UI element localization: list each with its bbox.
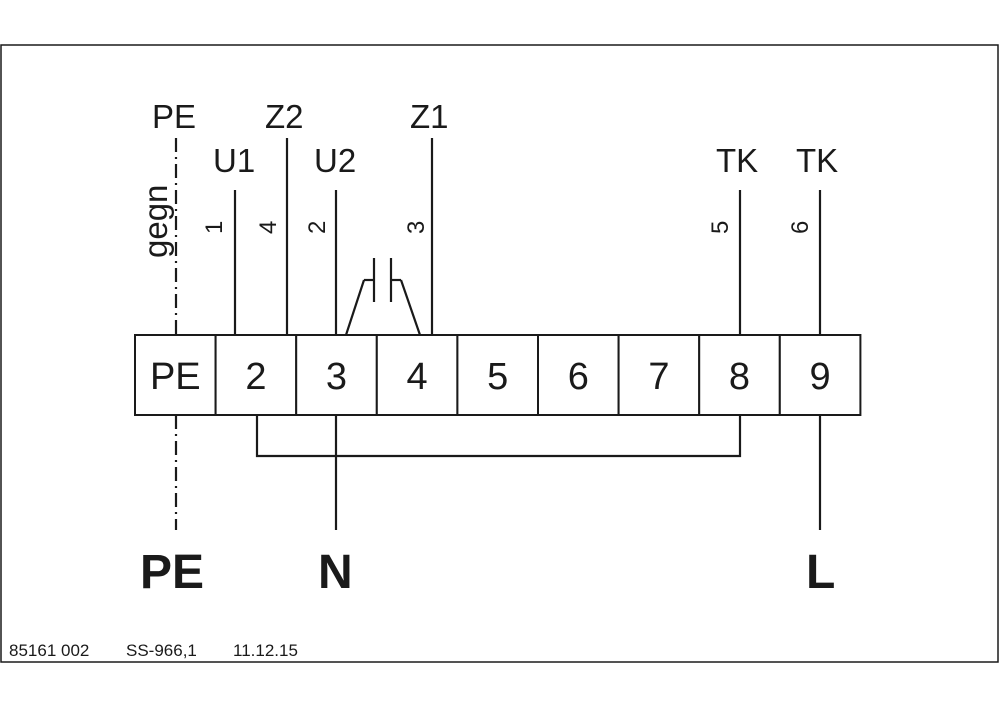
capacitor-symbol [344,258,422,336]
wire-number-4: 4 [255,221,282,234]
label-pe-top: PE [152,98,196,135]
terminal-box [617,334,701,416]
label-z2: Z2 [265,98,304,135]
terminal-label: 8 [729,356,750,398]
footer-date: 11.12.15 [233,641,298,660]
footer-doc-number: 85161 002 [9,641,89,660]
terminal-label: 9 [810,356,831,398]
wire-number-5: 5 [707,221,734,234]
terminal-box [537,334,620,416]
supply-label-pe: PE [140,546,204,599]
footer-ref: SS-966,1 [126,641,197,660]
terminal-label: 3 [326,356,347,398]
terminal-label: 6 [568,356,589,398]
terminal-box [778,334,862,416]
wire-number-1: 1 [201,221,228,234]
wire-number-2: 2 [304,221,331,234]
label-tk-left: TK [716,142,758,179]
terminal-box [456,334,539,416]
label-z1: Z1 [410,98,449,135]
diagram-frame [0,44,999,663]
wire-number-6: 6 [787,221,814,234]
label-u1: U1 [213,142,255,179]
supply-label-n: N [318,546,353,599]
terminal-strip: PE 2 3 4 5 6 7 8 9 [134,334,862,416]
terminal-label: 7 [648,356,669,398]
wire-number-3: 3 [403,221,430,234]
label-gegn: gegn [137,185,174,258]
terminal-label: 5 [487,356,508,398]
terminal-label: 2 [245,356,266,398]
terminal-label: 4 [407,356,428,398]
bridge-2-8 [255,415,742,458]
label-u2: U2 [314,142,356,179]
label-tk-right: TK [796,142,838,179]
supply-label-l: L [806,546,835,599]
terminal-label: PE [150,356,201,398]
